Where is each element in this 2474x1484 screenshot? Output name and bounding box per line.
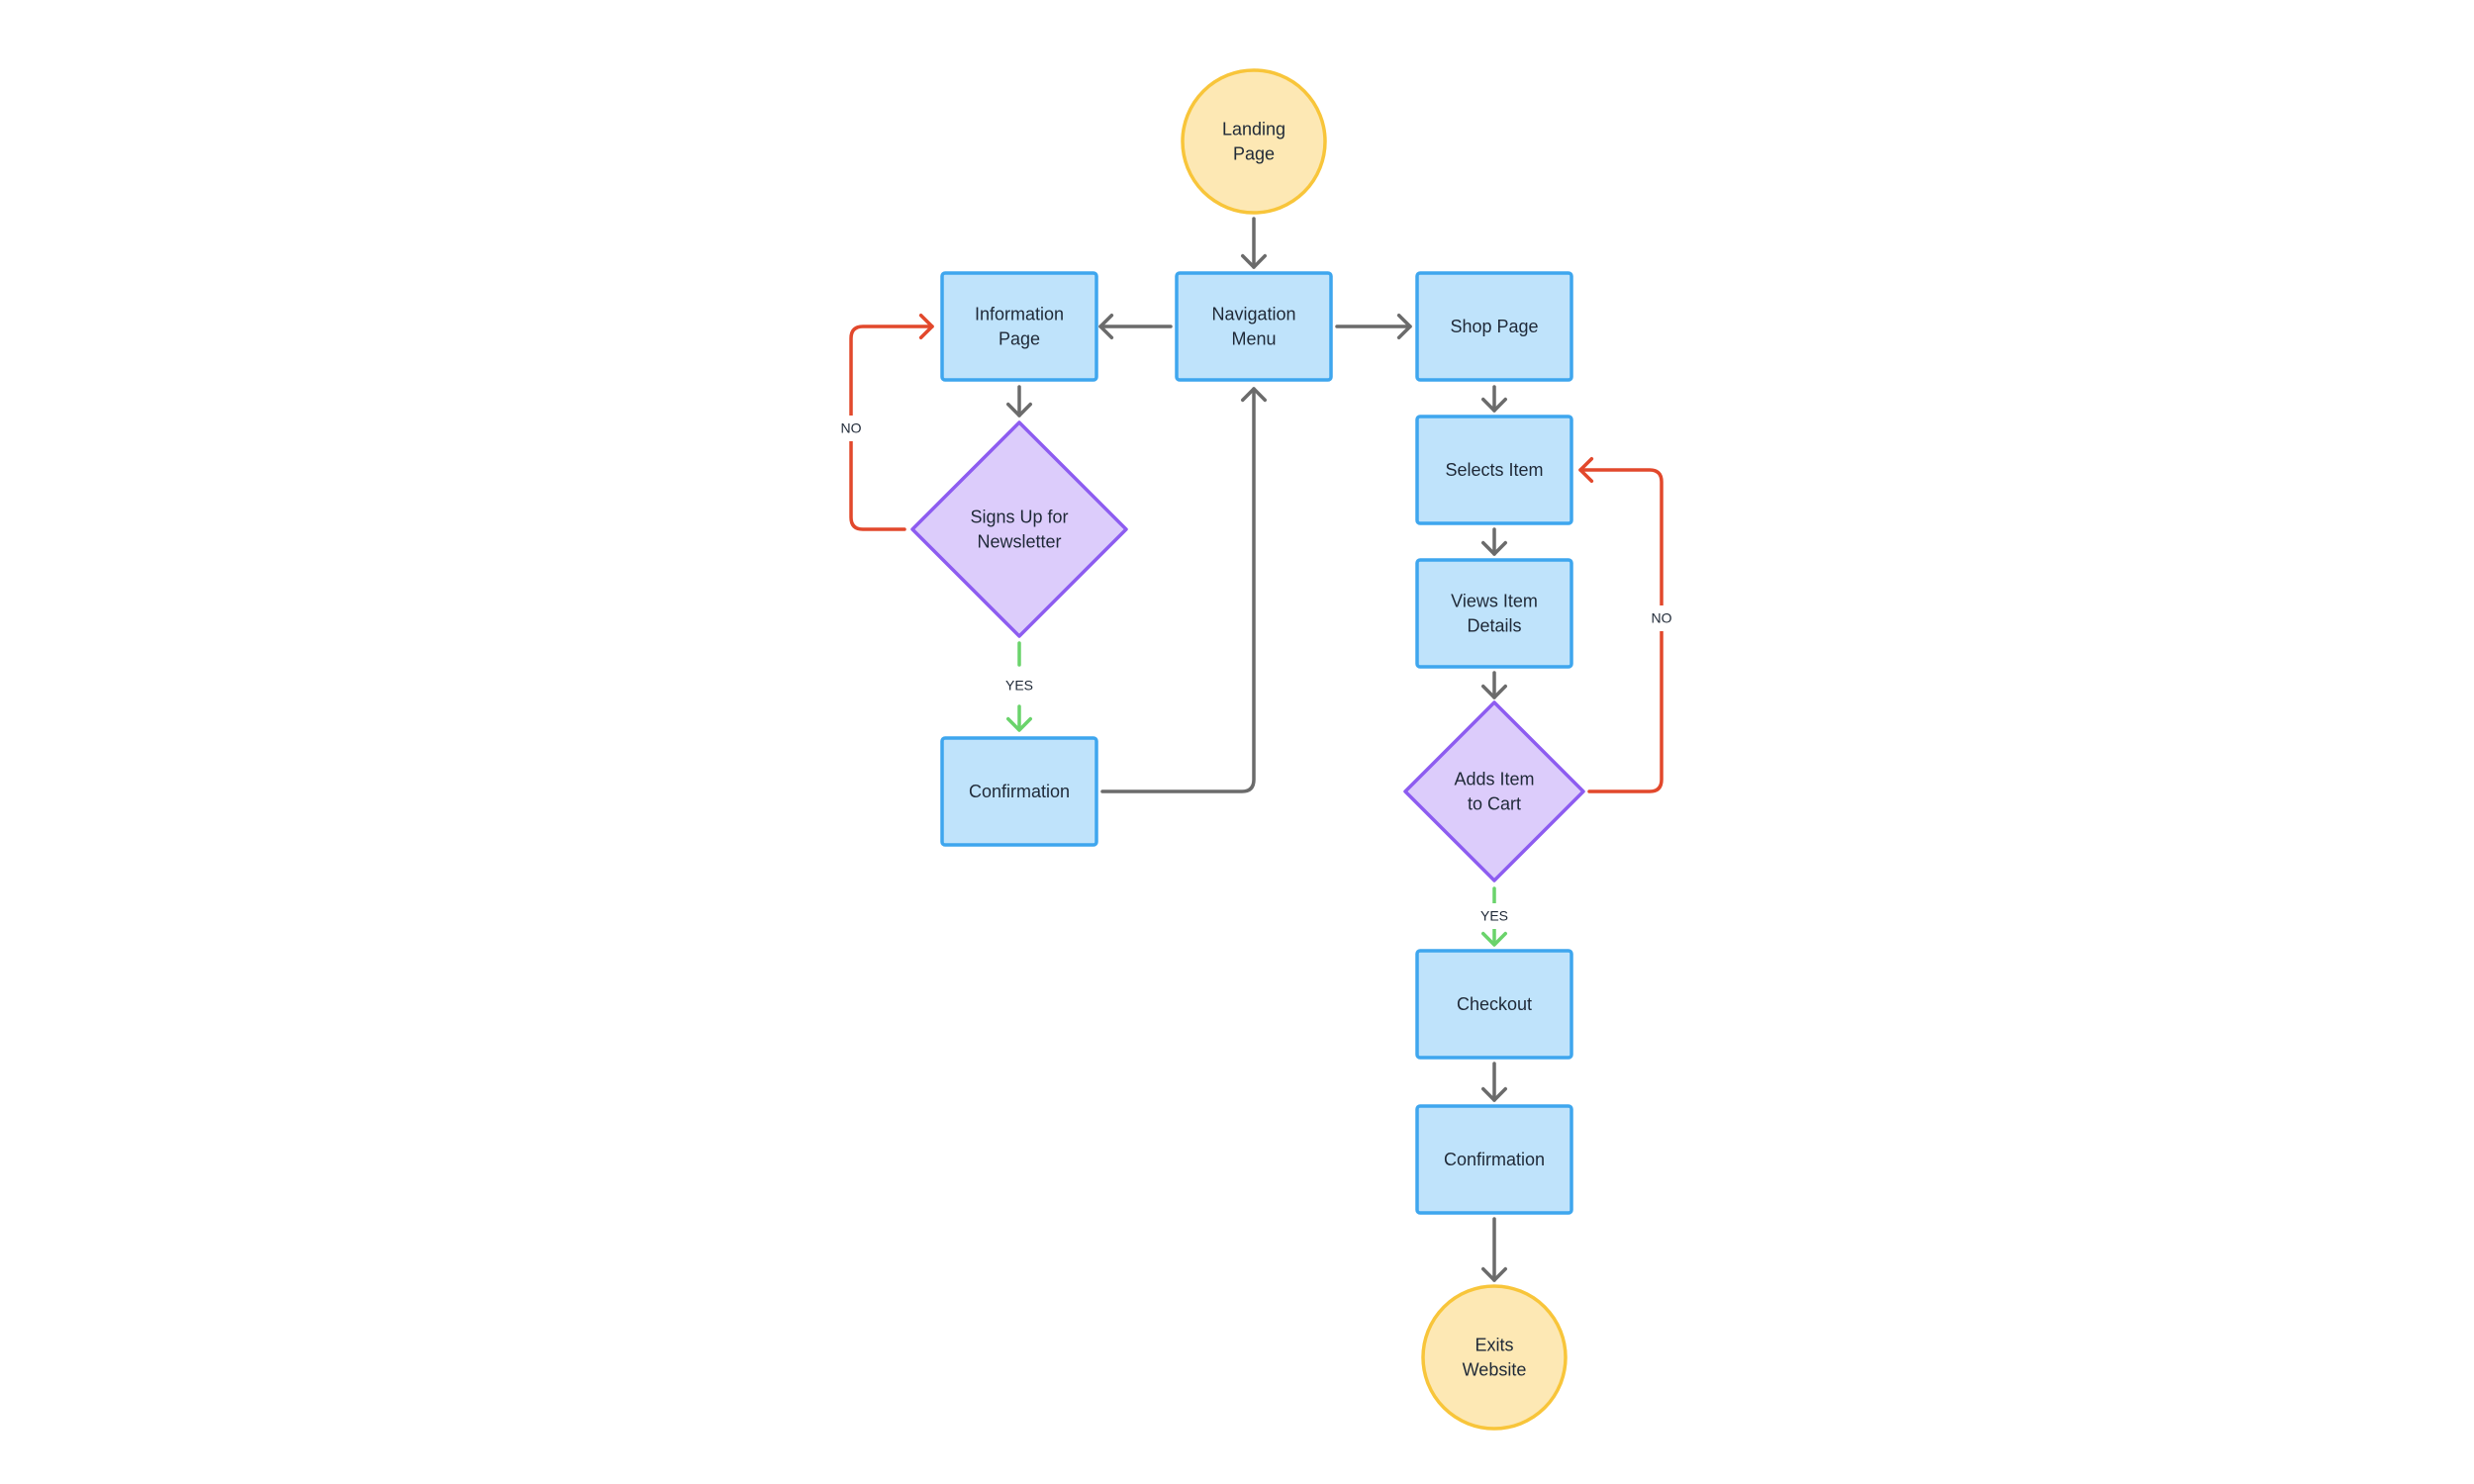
node-label-line: Views Item <box>1451 591 1538 610</box>
edge-nav-info[interactable] <box>1098 313 1173 340</box>
node-label-line: Confirmation <box>969 782 1070 801</box>
edge-labels-layer: NO YES NO YES <box>829 416 1683 929</box>
edge-info-signup[interactable] <box>1006 385 1032 417</box>
node-checkout[interactable]: Checkout <box>1415 949 1573 1060</box>
node-label-line: Page <box>999 328 1040 348</box>
edge-label-no: NO <box>829 416 873 441</box>
node-confirm-right[interactable]: Confirmation <box>1415 1104 1573 1215</box>
terminal-circle <box>1181 68 1327 215</box>
decision-diamond <box>910 420 1128 638</box>
edge-label-no: NO <box>1640 605 1683 631</box>
process-box <box>1175 271 1333 382</box>
edge-label-bg <box>1640 605 1683 631</box>
node-addcart[interactable]: Adds Item to Cart <box>1403 700 1585 882</box>
node-label-line: Checkout <box>1457 994 1532 1014</box>
node-label-line: Adds Item <box>1454 769 1534 788</box>
connector-arrowhead <box>1396 313 1412 340</box>
edge-label-yes: YES <box>1473 903 1516 929</box>
edge-label-text: NO <box>841 420 862 436</box>
edge-confirm-nav[interactable] <box>1100 387 1267 793</box>
edge-label-text: NO <box>1652 610 1672 626</box>
process-box <box>1415 558 1573 669</box>
edge-label-bg <box>1473 903 1516 929</box>
node-label-line: Shop Page <box>1450 317 1538 336</box>
node-label-line: to Cart <box>1468 793 1521 813</box>
node-label-line: Newsletter <box>977 531 1061 551</box>
edges-layer <box>849 217 1664 1282</box>
node-label-line: Landing <box>1222 119 1285 139</box>
node-label-line: Page <box>1233 143 1275 163</box>
connector-arrowhead <box>1481 1086 1507 1102</box>
connector-arrowhead <box>918 313 934 340</box>
connector-arrowhead <box>1006 716 1032 732</box>
edge-select-views[interactable] <box>1481 527 1507 556</box>
connector-arrowhead <box>1006 402 1032 417</box>
connector-arrowhead <box>1481 397 1507 413</box>
node-label-line: Exits <box>1475 1335 1513 1354</box>
process-box <box>1415 949 1573 1060</box>
node-label-line: Details <box>1467 615 1521 635</box>
process-box <box>1415 415 1573 525</box>
connector-arrowhead <box>1241 253 1267 269</box>
connector-arrowhead <box>1578 456 1594 484</box>
connector-arrowhead <box>1481 1266 1507 1282</box>
edge-label-text: YES <box>1005 678 1033 694</box>
node-shop[interactable]: Shop Page <box>1415 271 1573 382</box>
connector-arrowhead <box>1481 684 1507 699</box>
node-confirm-left[interactable]: Confirmation <box>940 736 1098 847</box>
edge-confirm-exit[interactable] <box>1481 1217 1507 1282</box>
edge-label-bg <box>829 416 873 441</box>
edge-views-addcart[interactable] <box>1481 671 1507 699</box>
node-label-line: Website <box>1463 1359 1527 1379</box>
process-box <box>940 271 1098 382</box>
node-label-line: Information <box>975 304 1064 324</box>
connector-arrowhead <box>1241 387 1267 403</box>
node-label-line: Signs Up for <box>970 507 1068 526</box>
connector-arrowhead <box>1481 540 1507 556</box>
terminal-circle <box>1421 1284 1568 1431</box>
node-label-line: Confirmation <box>1444 1150 1545 1169</box>
connector-arrowhead <box>1481 931 1507 947</box>
node-label-line: Menu <box>1231 328 1276 348</box>
process-box <box>1415 1104 1573 1215</box>
edge-label-bg <box>998 673 1041 698</box>
edge-shop-select[interactable] <box>1481 385 1507 413</box>
edge-label-text: YES <box>1480 908 1508 924</box>
nodes-layer: LandingPageNavigationMenuInformationPage… <box>910 68 1585 1431</box>
process-box <box>1415 271 1573 382</box>
connector-arrowhead <box>1098 313 1114 340</box>
edge-landing-nav[interactable] <box>1241 217 1267 269</box>
edge-addcart-checkout-yes[interactable] <box>1481 886 1507 947</box>
edge-label-yes: YES <box>998 673 1041 698</box>
process-box <box>940 736 1098 847</box>
node-select[interactable]: Selects Item <box>1415 415 1573 525</box>
connector-line <box>1100 387 1256 793</box>
edge-checkout-confirm[interactable] <box>1481 1062 1507 1102</box>
node-label-line: Selects Item <box>1445 460 1543 480</box>
edge-nav-shop[interactable] <box>1335 313 1412 340</box>
node-label-line: Navigation <box>1211 304 1295 324</box>
decision-diamond <box>1403 700 1585 882</box>
